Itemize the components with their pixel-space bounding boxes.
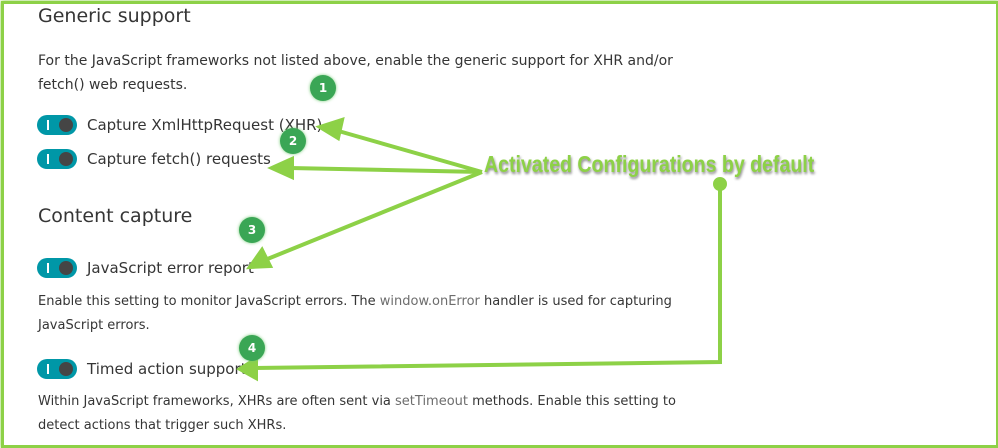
generic-support-heading: Generic support [38,5,191,27]
timed-action-toggle[interactable] [37,359,77,379]
desc-text: handler is used for capturing JavaScript… [38,294,672,333]
js-error-toggle[interactable] [37,258,77,278]
desc-text: Within JavaScript frameworks, XHRs are o… [38,394,396,409]
timed-action-description: Within JavaScript frameworks, XHRs are o… [38,390,718,438]
badge-2: 2 [280,128,306,154]
annotation-label: Activated Configurations by default [484,151,815,177]
js-error-label: JavaScript error report [87,259,254,277]
window-onerror-link[interactable]: window.onError [379,294,480,309]
xhr-label: Capture XmlHttpRequest (XHR) [87,116,323,134]
content-capture-heading: Content capture [38,205,193,227]
badge-3: 3 [239,217,265,243]
js-error-description: Enable this setting to monitor JavaScrip… [38,290,728,338]
toggle-row-xhr: Capture XmlHttpRequest (XHR) [37,115,322,135]
xhr-toggle[interactable] [37,115,77,135]
desc-text: Enable this setting to monitor JavaScrip… [38,294,380,309]
fetch-toggle[interactable] [37,149,77,169]
settimeout-link[interactable]: setTimeout [395,394,469,409]
toggle-row-timed-action: Timed action support [37,359,247,379]
badge-4: 4 [239,335,265,361]
badge-1: 1 [310,75,336,101]
fetch-label: Capture fetch() requests [87,150,271,168]
generic-support-description: For the JavaScript frameworks not listed… [38,53,673,93]
toggle-row-js-error: JavaScript error report [37,258,254,278]
desc-text: methods. Enable this setting to detect a… [38,394,676,433]
timed-action-label: Timed action support [87,360,247,378]
toggle-row-fetch: Capture fetch() requests [37,149,271,169]
